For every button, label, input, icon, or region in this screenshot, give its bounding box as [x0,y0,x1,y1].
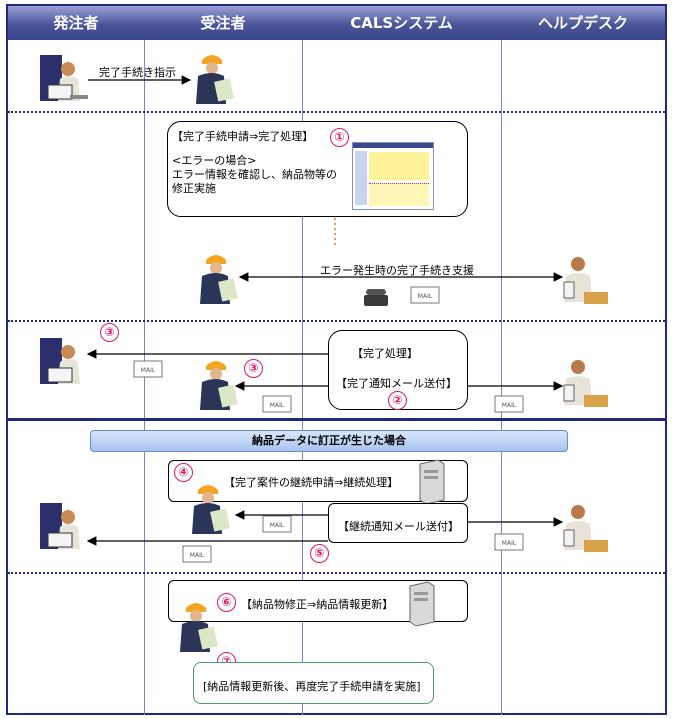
mail-icon: MAIL [182,545,212,563]
support-label: エラー発生時の完了手続き支援 [320,264,474,277]
header-orderer: 発注者 [53,14,99,32]
cals-screen-thumbnail [352,142,434,210]
contractor-person-icon [176,598,220,657]
step-number-5: ⑤ [310,544,329,563]
orderer-person-icon [40,55,90,108]
helpdesk-person-icon [562,355,610,414]
lane-divider [302,40,303,715]
section-separator [8,572,665,574]
section-separator [8,111,665,113]
helpdesk-person-icon [562,252,610,311]
mail-icon: MAIL [262,395,292,413]
update-box-title: 【納品物修正⇒納品情報更新】 [241,598,394,611]
continuation-mail-box [328,503,468,543]
completion-process-title: 【完了処理】 [352,347,418,360]
helpdesk-person-icon [562,500,610,559]
instruction-label: 完了手続き指示 [99,66,176,79]
final-note-box [193,662,434,704]
orderer-person-icon [40,503,90,556]
step-number-3a: ③ [100,323,119,342]
header-cals-system: CALSシステム [350,14,453,32]
step-number-3b: ③ [244,359,263,378]
mail-icon: MAIL [494,533,524,551]
swimlane-header: 発注者 受注者 CALSシステム ヘルプデスク [8,6,665,40]
section-separator [8,320,665,322]
mail-icon: MAIL [133,360,163,378]
final-note: [納品情報更新後、再度完了手続申請を実施] [203,680,421,693]
continuation-application-box [168,460,468,502]
lane-divider [501,40,502,715]
header-contractor: 受注者 [200,14,246,32]
contractor-person-icon [188,480,232,539]
svg-text:MAIL: MAIL [270,522,285,529]
svg-text:MAIL: MAIL [418,293,433,300]
error-line-1: エラー情報を確認し、納品物等の [172,168,337,181]
step-number-2: ② [388,391,407,410]
step-number-6: ⑥ [217,593,236,612]
correction-banner: 納品データに訂正が生じた場合 [90,430,568,452]
header-helpdesk: ヘルプデスク [537,14,628,32]
server-icon [406,580,436,629]
orderer-person-icon [40,338,90,391]
svg-text:MAIL: MAIL [190,552,205,559]
completion-mail-label: 【完了通知メール送付】 [336,377,457,390]
svg-text:MAIL: MAIL [141,367,156,374]
step-number-4: ④ [174,463,193,482]
telephone-icon [362,287,390,310]
mail-icon: MAIL [494,395,524,413]
mail-icon: MAIL [410,286,440,304]
completion-application-title: 【完了手続申請⇒完了処理】 [172,130,314,143]
continuation-application-title: 【完了案件の継続申請⇒継続処理】 [224,476,399,489]
mail-icon: MAIL [262,515,292,533]
continuation-mail-label: 【継続通知メール送付】 [338,520,459,533]
server-icon [416,458,446,507]
step-number-1: ① [330,128,349,147]
svg-text:MAIL: MAIL [502,402,517,409]
svg-text:MAIL: MAIL [502,540,517,547]
contractor-person-icon [196,356,240,415]
error-line-2: 修正実施 [172,182,216,195]
contractor-person-icon [196,250,240,309]
error-case-label: <エラーの場合> [172,154,257,167]
svg-text:MAIL: MAIL [270,402,285,409]
contractor-person-icon [192,50,236,109]
section-divider [8,418,665,421]
